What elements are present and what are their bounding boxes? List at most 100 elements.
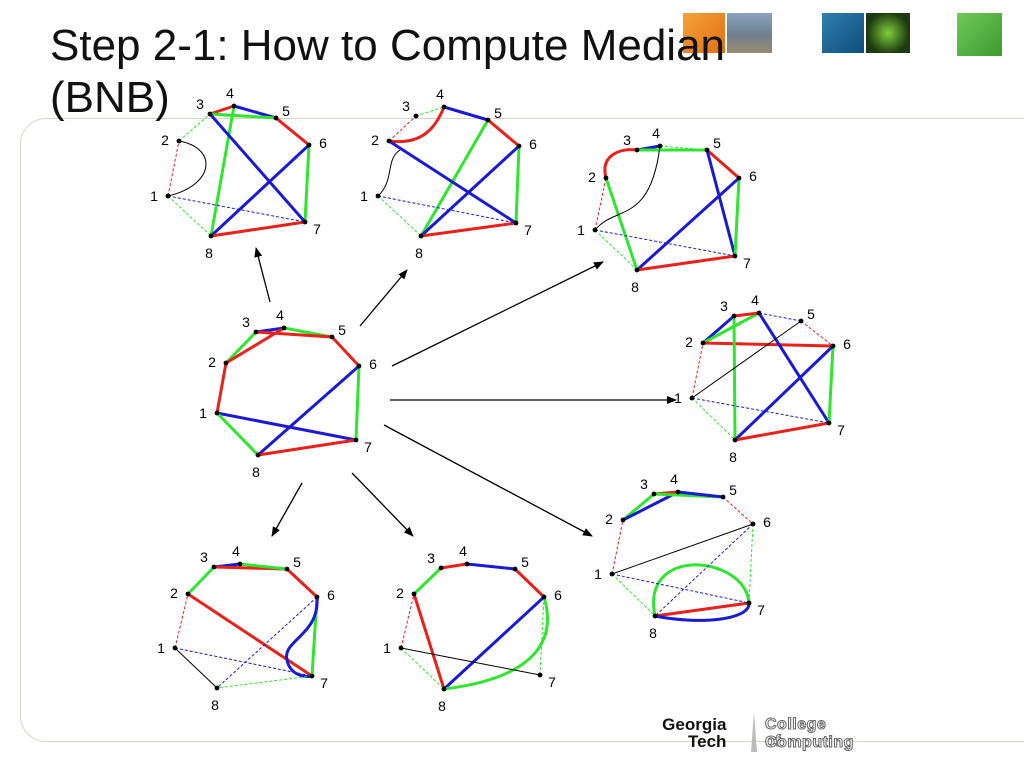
arrow-center-to-bottom-left (271, 482, 303, 537)
node-label-top-right-4: 4 (652, 125, 660, 141)
edge-center-3-5-red (255, 330, 333, 339)
node-label-center-8: 8 (252, 464, 260, 480)
edge-top-left-3-4-red (209, 104, 235, 116)
node-top-left-8 (208, 233, 214, 239)
node-bottom-right-1 (609, 571, 615, 577)
node-bottom-middle-6 (541, 594, 547, 600)
node-label-top-middle-6: 6 (529, 136, 537, 152)
node-top-middle-7 (513, 220, 519, 226)
edge-bottom-right-1-8-green (611, 573, 656, 617)
edge-top-left-5-6-red (275, 116, 310, 147)
node-label-top-left-8: 8 (205, 245, 213, 261)
node-top-middle-5 (485, 117, 491, 123)
node-top-left-1 (165, 193, 171, 199)
node-label-bottom-left-8: 8 (211, 697, 219, 713)
node-label-top-right-8: 8 (631, 279, 639, 295)
edge-top-middle-2-3-red (388, 115, 417, 142)
edge-top-left-4-8-green (209, 105, 236, 237)
node-top-right-4 (657, 143, 663, 149)
logo-spire-icon (751, 712, 757, 752)
edge-bottom-right-2-4-blue (622, 490, 679, 522)
node-label-top-right-3: 3 (623, 132, 631, 148)
node-bottom-left-3 (211, 564, 217, 570)
georgia-tech-logo: Georgia Tech College of Computing (655, 712, 854, 752)
edge-middle-right-3-8-green (732, 315, 737, 441)
node-top-right-1 (592, 227, 598, 233)
node-label-top-left-2: 2 (161, 132, 169, 148)
edge-bottom-middle-6-8-blue (442, 595, 546, 691)
edge-top-middle-7-8-red (420, 221, 517, 238)
node-label-top-right-1: 1 (577, 222, 585, 238)
edge-bottom-middle-2-3-green (412, 566, 443, 596)
node-label-bottom-middle-1: 1 (383, 640, 391, 656)
node-label-bottom-left-1: 1 (157, 640, 165, 656)
node-label-bottom-middle-5: 5 (521, 554, 529, 570)
edge-bottom-right-7-8-blue (654, 602, 751, 622)
edge-bottom-left-1-8-black (174, 647, 218, 689)
node-top-middle-8 (418, 233, 424, 239)
edge-top-left-3-5-green (209, 112, 277, 120)
edge-top-right-6-7-green (733, 177, 741, 257)
node-bottom-right-6 (750, 521, 756, 527)
edge-bottom-right-6-8-blue (654, 523, 754, 617)
logo-sub1: College of (764, 716, 827, 751)
node-center-3 (253, 329, 259, 335)
edge-top-middle-5-8-green (419, 119, 490, 237)
header-image-blue (822, 13, 864, 53)
edge-top-middle-2-4-red (388, 106, 446, 144)
node-bottom-middle-1 (398, 645, 404, 651)
header-image-network (866, 13, 910, 53)
node-middle-right-1 (689, 395, 695, 401)
node-middle-right-5 (798, 318, 804, 324)
node-label-center-1: 1 (199, 405, 207, 421)
node-label-bottom-middle-4: 4 (459, 543, 467, 559)
node-label-top-right-7: 7 (743, 255, 751, 271)
edge-top-left-6-8-blue (209, 143, 311, 238)
node-label-bottom-right-7: 7 (757, 602, 765, 618)
edge-center-2-4-red (225, 326, 285, 365)
node-label-center-4: 4 (276, 307, 284, 323)
node-label-bottom-right-6: 6 (763, 514, 771, 530)
edge-center-6-8-blue (257, 364, 360, 457)
node-label-bottom-right-3: 3 (640, 476, 648, 492)
node-label-bottom-left-3: 3 (200, 549, 208, 565)
edge-top-left-2-3-green (178, 113, 211, 142)
node-label-middle-right-2: 2 (685, 334, 693, 350)
edge-top-left-1-2-black (167, 140, 207, 197)
edge-top-middle-1-8-green (377, 195, 422, 237)
edge-top-right-2-3-red (603, 148, 638, 179)
node-label-middle-right-1: 1 (674, 390, 682, 406)
edge-top-right-7-8-red (636, 254, 736, 272)
node-bottom-left-7 (309, 673, 315, 679)
edge-bottom-middle-4-5-blue (466, 562, 516, 571)
edge-bottom-middle-6-8-green (443, 596, 549, 691)
edge-bottom-left-1-7-blue (174, 647, 313, 677)
node-label-center-5: 5 (338, 322, 346, 338)
edge-top-middle-5-6-red (487, 118, 520, 148)
edge-bottom-right-7-8-red (654, 601, 750, 618)
node-bottom-middle-2 (411, 591, 417, 597)
node-label-center-2: 2 (208, 354, 216, 370)
node-top-left-3 (207, 111, 213, 117)
edge-middle-right-1-2-red (691, 342, 704, 399)
node-label-bottom-middle-3: 3 (427, 550, 435, 566)
edge-center-6-7-green (354, 365, 361, 441)
node-label-bottom-right-5: 5 (729, 482, 737, 498)
edge-middle-right-2-3-blue (702, 314, 735, 345)
node-bottom-left-4 (237, 561, 243, 567)
logo-line1: Georgia (662, 715, 727, 734)
node-middle-right-8 (732, 437, 738, 443)
node-bottom-left-6 (314, 594, 320, 600)
node-label-bottom-right-4: 4 (670, 471, 678, 487)
node-label-top-middle-8: 8 (415, 245, 423, 261)
node-label-bottom-middle-8: 8 (438, 698, 446, 714)
node-center-8 (255, 452, 261, 458)
edge-middle-right-1-5-black (691, 320, 802, 399)
node-bottom-middle-4 (464, 561, 470, 567)
node-label-top-left-6: 6 (319, 135, 327, 151)
node-middle-right-4 (756, 310, 762, 316)
node-top-middle-6 (516, 143, 522, 149)
node-top-right-3 (634, 147, 640, 153)
